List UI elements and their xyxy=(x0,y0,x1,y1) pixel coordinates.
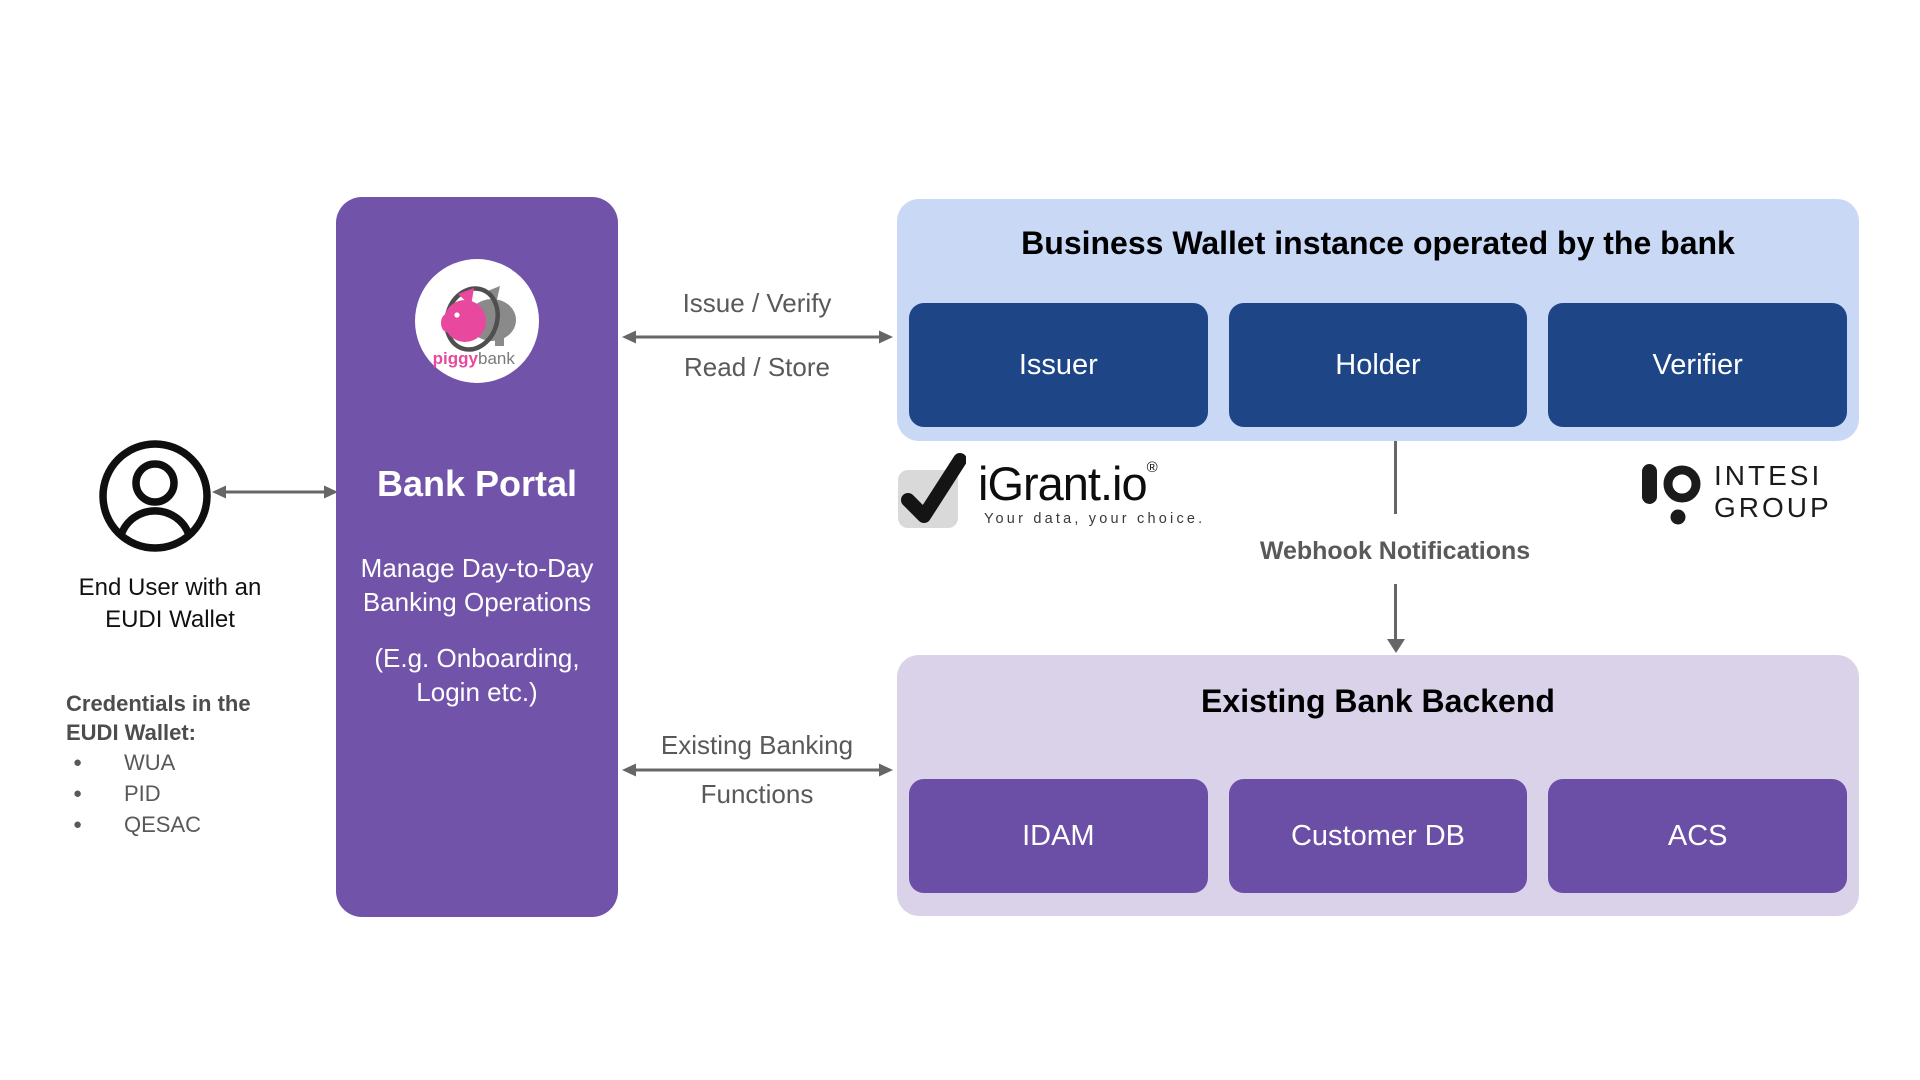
bullet-icon: ● xyxy=(73,785,83,802)
functions-label: Functions xyxy=(700,779,814,809)
credentials-item-qesac: ● QESAC xyxy=(66,809,306,840)
bank-backend-title: Existing Bank Backend xyxy=(1201,683,1555,719)
end-user-icon xyxy=(99,440,211,552)
end-user-label: End User with an EUDI Wallet xyxy=(78,574,262,633)
webhook-line-top xyxy=(1394,441,1397,514)
igrant-logo: iGrant.io® Your data, your choice. xyxy=(896,450,1226,536)
credentials-heading: Credentials in the EUDI Wallet: xyxy=(66,691,251,745)
credentials-item-pid: ● PID xyxy=(66,778,306,809)
business-wallet-container: Business Wallet instance operated by the… xyxy=(897,199,1859,441)
piggybank-logo: piggy bank xyxy=(415,259,539,383)
credentials-item-label: QESAC xyxy=(124,811,202,837)
bank-portal-box: piggy bank Bank Portal Manage Day-to-Day… xyxy=(336,197,618,917)
igrant-checkmark-icon xyxy=(898,453,966,528)
read-store-label: Read / Store xyxy=(684,352,830,382)
backend-components-row: IDAM Customer DB ACS xyxy=(909,779,1848,893)
credentials-list: ● WUA ● PID ● QESAC xyxy=(66,747,306,840)
customer-db-box: Customer DB xyxy=(1228,779,1528,893)
idam-box: IDAM xyxy=(909,779,1208,893)
intesi-logo: INTESI GROUP xyxy=(1640,458,1880,525)
webhook-notifications-label: Webhook Notifications xyxy=(1259,537,1531,565)
user-portal-arrow xyxy=(212,485,338,499)
igrant-wordmark: iGrant.io® xyxy=(978,457,1158,510)
issue-verify-label: Issue / Verify xyxy=(682,288,832,318)
bank-portal-example: (E.g. Onboarding, Login etc.) xyxy=(374,643,580,707)
wallet-components-row: Issuer Holder Verifier xyxy=(909,303,1848,427)
bullet-icon: ● xyxy=(73,754,83,771)
existing-banking-label: Existing Banking xyxy=(660,730,854,760)
credentials-item-wua: ● WUA xyxy=(66,747,306,778)
portal-backend-arrow xyxy=(622,763,893,777)
bank-backend-container: Existing Bank Backend IDAM Customer DB A… xyxy=(897,655,1859,916)
registered-mark: ® xyxy=(1146,459,1158,476)
acs-box: ACS xyxy=(1548,779,1848,893)
piggybank-wordmark-piggy: piggy xyxy=(433,349,479,368)
verifier-box: Verifier xyxy=(1548,303,1848,427)
webhook-line-bottom xyxy=(1394,584,1397,640)
bank-portal-description: Manage Day-to-Day Banking Operations xyxy=(360,553,594,617)
bank-portal-title: Bank Portal xyxy=(376,463,578,504)
bullet-icon: ● xyxy=(73,816,83,833)
webhook-arrowhead xyxy=(1386,639,1405,653)
piggybank-wordmark-bank: bank xyxy=(478,349,515,368)
intesi-wordmark: INTESI GROUP xyxy=(1714,460,1832,523)
credentials-item-label: WUA xyxy=(124,749,176,775)
issuer-box: Issuer xyxy=(909,303,1208,427)
credentials-item-label: PID xyxy=(124,780,161,806)
portal-wallet-arrow xyxy=(622,330,893,344)
igrant-tagline: Your data, your choice. xyxy=(984,511,1206,527)
intesi-mark-icon xyxy=(1642,464,1701,525)
holder-box: Holder xyxy=(1228,303,1528,427)
business-wallet-title: Business Wallet instance operated by the… xyxy=(1021,225,1735,261)
